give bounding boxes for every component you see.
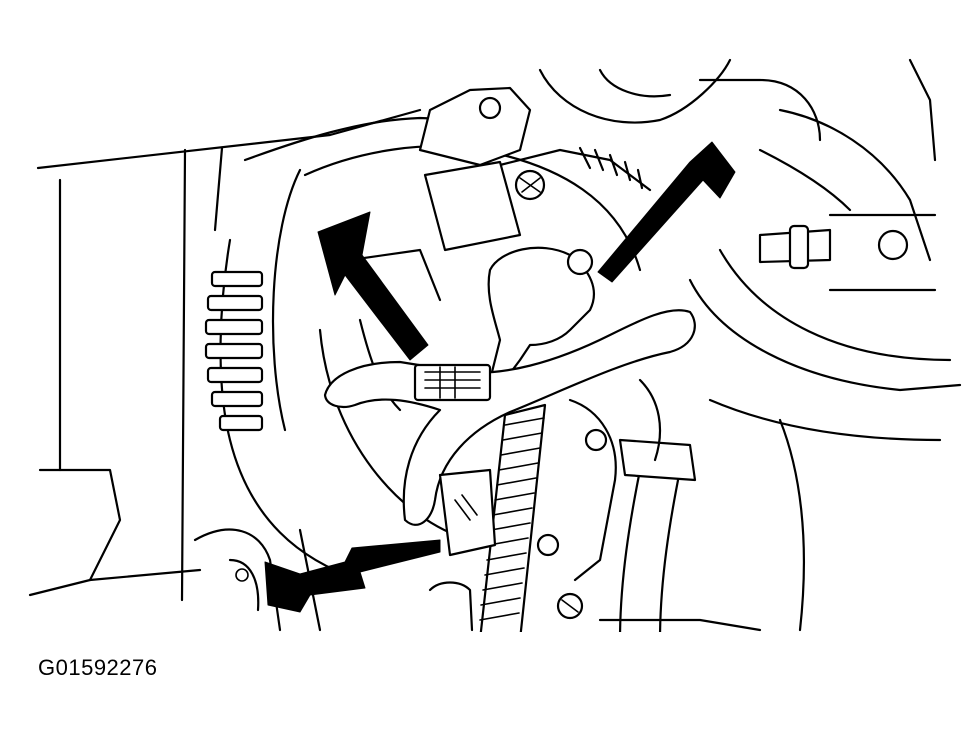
figure-id-label: G01592276: [38, 655, 158, 680]
arrow-bottom-left: [264, 539, 441, 613]
alternator-fins: [204, 270, 264, 432]
engine-bay-drawing: [28, 58, 962, 632]
callout-arrows: [264, 141, 736, 613]
corrugated-loom: [479, 403, 547, 632]
arrow-top-right: [597, 141, 736, 283]
rear-cover-slots: [578, 146, 644, 190]
arrow-top-left: [317, 211, 429, 361]
